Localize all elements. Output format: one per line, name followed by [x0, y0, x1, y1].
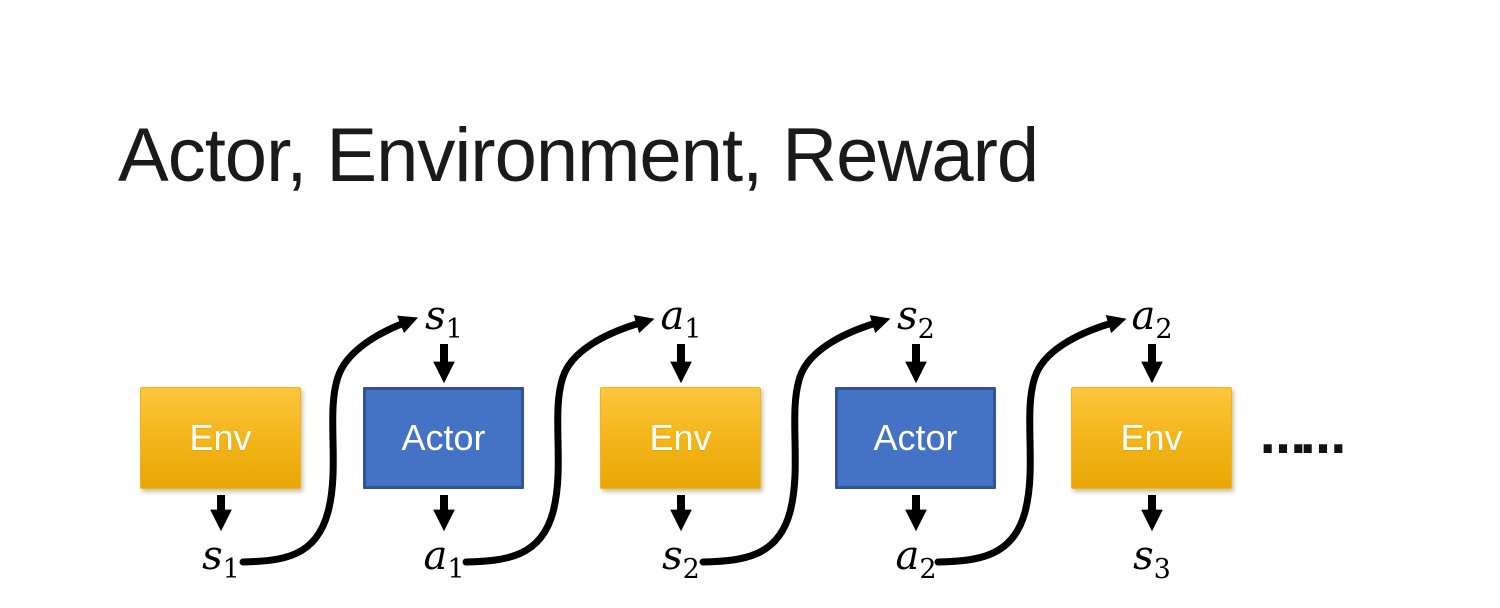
env-box-2: Env: [600, 387, 761, 489]
actor-box-2: Actor: [835, 387, 996, 489]
bottom-label-s1: s1: [202, 533, 240, 585]
actor-box-1: Actor: [363, 387, 524, 489]
curved-arrow-icon: [462, 315, 655, 566]
top-label-a2: a2: [1131, 293, 1173, 345]
bottom-label-a1: a1: [423, 533, 465, 585]
curved-arrow-icon: [239, 315, 419, 566]
top-label-s1: s1: [425, 293, 463, 345]
ellipsis-dots: ……: [1260, 410, 1346, 464]
bottom-label-a2: a2: [895, 533, 937, 585]
curved-arrow-icon: [934, 315, 1127, 566]
bottom-label-s2: s2: [662, 533, 700, 585]
bottom-label-s3: s3: [1133, 533, 1171, 585]
env-box-1: Env: [140, 387, 301, 489]
top-label-s2: s2: [897, 293, 935, 345]
curved-arrow-icon: [699, 315, 891, 566]
page-title: Actor, Environment, Reward: [118, 113, 1039, 198]
top-label-a1: a1: [660, 293, 702, 345]
env-box-3: Env: [1071, 387, 1232, 489]
